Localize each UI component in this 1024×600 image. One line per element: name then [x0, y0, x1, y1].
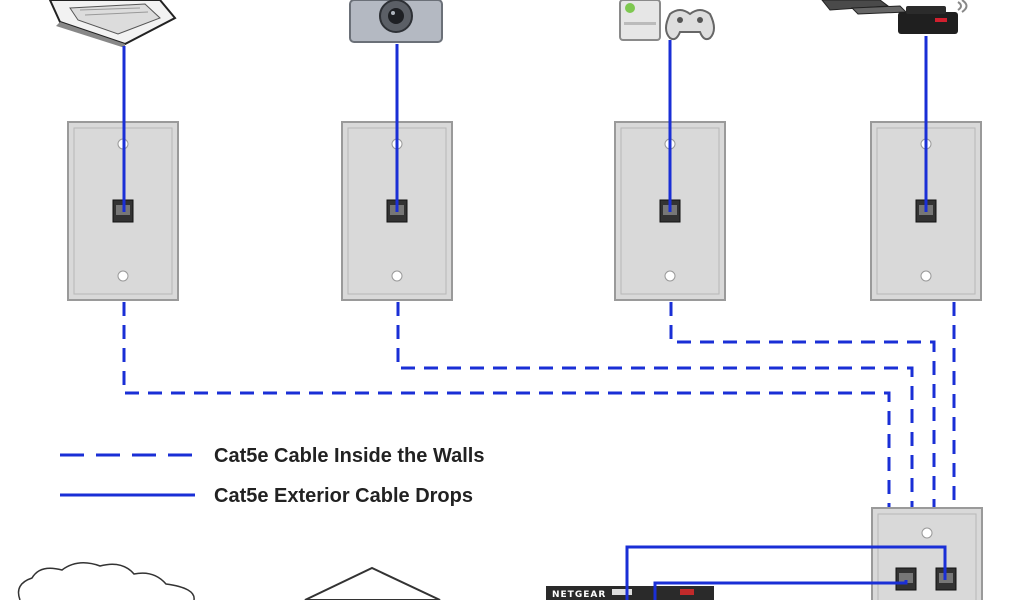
cloud-icon	[17, 562, 195, 600]
legend-exterior-drops-label: Cat5e Exterior Cable Drops	[214, 485, 473, 507]
patch-cable	[625, 545, 947, 600]
patch-cable	[653, 580, 908, 600]
console-icon	[619, 0, 715, 41]
legend-inside-walls-label: Cat5e Cable Inside the Walls	[214, 445, 484, 467]
laptop-icon	[48, 0, 177, 48]
in-wall-cable	[396, 302, 914, 510]
camera-icon	[349, 0, 443, 43]
in-wall-cable	[669, 302, 936, 510]
legend: Cat5e Cable Inside the Walls Cat5e Exter…	[60, 445, 484, 507]
house-icon	[304, 566, 441, 600]
wall-plate-dual	[871, 507, 983, 600]
router-icon: NETGEAR	[546, 586, 714, 600]
receiver-icon	[821, 0, 968, 34]
router-brand-label: NETGEAR	[552, 590, 606, 600]
in-wall-cable	[122, 302, 891, 510]
